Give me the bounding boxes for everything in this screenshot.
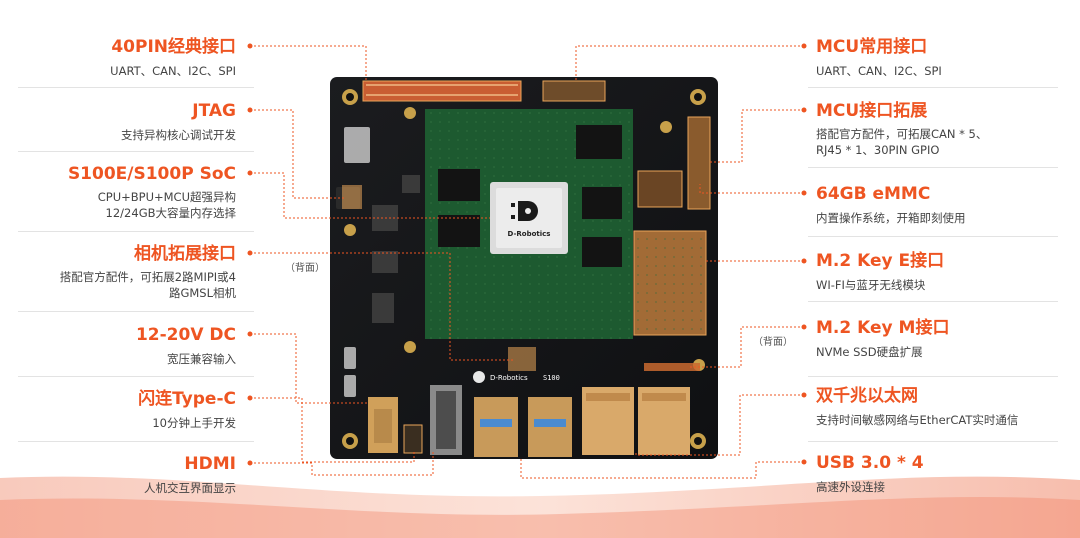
label-m2e-title: M.2 Key E接口 [816, 251, 945, 271]
label-emmc-title: 64GB eMMC [816, 184, 931, 204]
line-hdmi [250, 452, 434, 476]
line-typec [250, 397, 415, 463]
note-back-right: （背面） [753, 337, 793, 348]
label-usb: USB 3.0 * 4 高速外设连接 [816, 453, 924, 495]
label-camera-desc-1: 搭配官方配件，可拓展2路MIPI或4 [59, 270, 236, 284]
label-ethernet-title: 双千兆以太网 [816, 386, 918, 406]
label-camera-desc-2: 路GMSL相机 [168, 286, 236, 300]
label-m2m-title: M.2 Key M接口 [816, 318, 950, 338]
label-m2m-desc: NVMe SSD硬盘扩展 [816, 345, 923, 359]
label-40pin-title: 40PIN经典接口 [111, 37, 236, 57]
label-jtag: JTAG 支持异构核心调试开发 [121, 101, 236, 143]
label-mcuext-desc-1: 搭配官方配件，可拓展CAN * 5、 [816, 127, 988, 141]
m2-key-m [644, 363, 700, 371]
board-model-text: S100 [543, 374, 560, 382]
line-emmc [699, 184, 804, 194]
label-jtag-title: JTAG [192, 101, 236, 121]
label-typec-desc: 10分钟上手开发 [152, 416, 236, 430]
label-usb-title: USB 3.0 * 4 [816, 453, 924, 473]
label-hdmi: HDMI 人机交互界面显示 [144, 454, 236, 496]
header-mcu [543, 81, 605, 101]
label-power: 12-20V DC 宽压兼容输入 [136, 325, 236, 367]
chip-brand-text: D-Robotics [508, 230, 551, 238]
line-mcu [575, 45, 804, 80]
line-ethernet [635, 394, 804, 456]
label-jtag-desc: 支持异构核心调试开发 [121, 128, 236, 142]
line-40pin [250, 45, 367, 80]
label-power-desc: 宽压兼容输入 [167, 352, 236, 366]
line-mcuext [710, 109, 804, 163]
label-hdmi-desc: 人机交互界面显示 [144, 481, 236, 495]
label-m2e-desc: WI-FI与蓝牙无线模块 [816, 278, 926, 292]
label-soc-desc-1: CPU+BPU+MCU超强异构 [97, 190, 236, 204]
label-40pin-desc: UART、CAN、I2C、SPI [110, 64, 236, 78]
label-mcu-title: MCU常用接口 [816, 37, 928, 57]
line-usb [520, 458, 804, 479]
label-emmc: 64GB eMMC 内置操作系统，开箱即刻使用 [816, 184, 966, 226]
line-power [250, 333, 369, 404]
jtag-connector [342, 185, 362, 209]
camera-connector [508, 347, 536, 371]
label-40pin: 40PIN经典接口 UART、CAN、I2C、SPI [110, 37, 236, 79]
label-mcu: MCU常用接口 UART、CAN、I2C、SPI [816, 37, 942, 79]
label-camera-title: 相机拓展接口 [134, 244, 236, 264]
label-hdmi-title: HDMI [184, 454, 236, 474]
label-mcuext-title: MCU接口拓展 [816, 101, 928, 121]
label-typec-title: 闪连Type-C [138, 389, 236, 409]
board-brand-text: D-Robotics [490, 374, 528, 382]
label-camera: 相机拓展接口 搭配官方配件，可拓展2路MIPI或4 路GMSL相机 [60, 244, 236, 301]
note-back-left: （背面） [285, 263, 325, 274]
label-m2m: M.2 Key M接口 NVMe SSD硬盘扩展 [816, 318, 949, 360]
label-typec: 闪连Type-C 10分钟上手开发 [138, 389, 236, 431]
label-usb-desc: 高速外设连接 [816, 480, 885, 494]
dev-board: D-Robotics D-Robotics S100 [330, 77, 718, 459]
label-ethernet: 双千兆以太网 支持时间敏感网络与EtherCAT实时通信 [816, 386, 1018, 428]
label-emmc-desc: 内置操作系统，开箱即刻使用 [816, 211, 966, 225]
label-mcuext: MCU接口拓展 搭配官方配件，可拓展CAN * 5、 RJ45 * 1、30PI… [816, 101, 987, 158]
line-jtag [250, 109, 344, 199]
label-soc: S100E/S100P SoC CPU+BPU+MCU超强异构 12/24GB大… [68, 164, 236, 221]
label-soc-title: S100E/S100P SoC [67, 164, 236, 184]
emmc-chip [638, 171, 682, 207]
chip-logo-icon [511, 201, 538, 221]
label-soc-desc-2: 12/24GB大容量内存选择 [105, 206, 236, 220]
mcuext-connector [688, 117, 710, 209]
line-soc [250, 172, 490, 219]
label-m2e: M.2 Key E接口 WI-FI与蓝牙无线模块 [816, 251, 944, 293]
line-m2m [688, 326, 804, 368]
label-mcu-desc: UART、CAN、I2C、SPI [816, 64, 942, 78]
label-power-title: 12-20V DC [135, 325, 236, 345]
label-ethernet-desc: 支持时间敏感网络与EtherCAT实时通信 [816, 413, 1019, 427]
line-camera [250, 252, 515, 361]
label-mcuext-desc-2: RJ45 * 1、30PIN GPIO [816, 143, 940, 157]
typec-port [404, 425, 422, 453]
